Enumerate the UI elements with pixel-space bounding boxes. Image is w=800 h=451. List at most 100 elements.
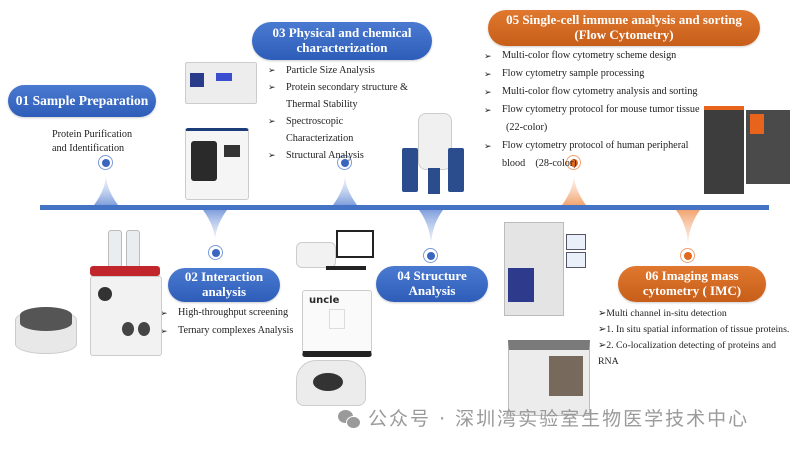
connector-06 (676, 210, 700, 245)
bullet-text: blood (28-color) (502, 158, 577, 169)
bullet-item: ➢ Flow cytometry protocol of human periph… (484, 137, 700, 155)
step-02-title-line: 02 Interaction (184, 269, 264, 285)
step-06-title: 06 Imaging mass cytometry ( IMC) (618, 266, 766, 302)
milestone-dot-03 (337, 155, 352, 170)
step-01-title: 01 Sample Preparation (8, 85, 156, 117)
step-03-title: 03 Physical and chemical characterizatio… (252, 22, 432, 60)
instrument-display (216, 73, 232, 81)
bullet-continuation: blood (28-color) (484, 155, 700, 173)
bullet-arrow-icon: ➢ (484, 69, 492, 79)
bullet-arrow-icon: ➢ (268, 82, 276, 92)
step-06-title-line: cytometry ( IMC) (642, 283, 742, 298)
step-05-bullets: ➢ Multi-color flow cytometry scheme desig… (484, 47, 700, 173)
biosafety-cabinet-image (500, 222, 590, 320)
step-05-title: 05 Single-cell immune analysis and sorti… (488, 10, 760, 46)
bullet-item: ➢ Multi-color flow cytometry scheme desig… (484, 47, 700, 65)
bullet-item: ➢Particle Size Analysis (268, 62, 408, 79)
timeline-axis (40, 205, 769, 210)
chromatography-system-image (10, 222, 162, 362)
connector-05 (562, 176, 586, 205)
bullet-item: ➢ High-throughput screening (160, 304, 293, 322)
bullet-item: ➢ Flow cytometry sample processing (484, 65, 700, 83)
bullet-item: ➢ Flow cytometry protocol for mouse tumor… (484, 101, 700, 119)
bullet-item: ➢Multi channel in-situ detection (598, 308, 727, 319)
step-04-title-line: Analysis (408, 283, 456, 298)
flow-cytometer-image (700, 100, 795, 194)
connector-02 (203, 210, 227, 240)
support-leg (448, 148, 464, 192)
bullet-arrow-icon: ➢ (268, 65, 276, 75)
instrument-door (329, 309, 345, 329)
bullet-text: High-throughput screening (178, 307, 289, 318)
bullet-arrow-icon: ➢ (484, 51, 492, 61)
step-02-bullets: ➢ High-throughput screening ➢Ternary comp… (160, 304, 293, 340)
hyperion-imaging-system-image (508, 340, 590, 416)
bullet-text: Thermal Stability (286, 99, 358, 110)
spr-instrument-image (296, 360, 366, 406)
monitor (336, 230, 374, 258)
bullet-item: ➢Spectroscopic (268, 113, 408, 130)
step-05-title-line: 05 Single-cell immune analysis and sorti… (506, 12, 742, 28)
bullet-text: Characterization (286, 133, 354, 144)
bullet-item: ➢Structural Analysis (268, 147, 408, 164)
keyboard (326, 266, 366, 270)
step-04-title-line: 04 Structure (397, 268, 467, 284)
bullet-continuation: Thermal Stability (268, 96, 408, 113)
bullet-item: ➢Multi-color flow cytometry analysis and… (484, 83, 700, 101)
sample-stage (313, 373, 343, 391)
buffer-bottle (108, 230, 122, 268)
milestone-dot-04 (423, 248, 438, 263)
monitor (566, 252, 586, 268)
step-01-description: Protein Purification and Identification (52, 128, 132, 156)
bullet-arrow-icon: ➢ (160, 308, 168, 318)
step-03-title-line: 03 Physical and chemical (272, 25, 412, 41)
step-01-desc-line: and Identification (52, 143, 125, 154)
valve (138, 322, 150, 336)
bullet-text: (22-color) (506, 122, 548, 133)
bullet-item: ➢Ternary complexes Analysis (160, 322, 293, 340)
imaging-chamber (549, 356, 583, 396)
calorimeter-body (296, 242, 336, 268)
microcal-instrument-image (296, 228, 376, 273)
bullet-arrow-icon: ➢ (484, 141, 492, 151)
valve (122, 322, 134, 336)
uncle-logo: uncle (309, 295, 340, 306)
instrument-screen (190, 73, 204, 87)
milestone-dot-01 (98, 155, 113, 170)
bullet-item: ➢2. Co-localization detecting of protein… (598, 340, 776, 351)
connector-01 (94, 176, 118, 205)
step-01-desc-line: Protein Purification (52, 129, 133, 140)
bullet-text: Flow cytometry protocol of human periphe… (502, 140, 689, 151)
bullet-arrow-icon: ➢ (484, 87, 492, 97)
cabinet-panel (508, 268, 534, 302)
step-06-bullets: ➢Multi channel in-situ detection ➢1. In … (598, 306, 789, 370)
uncle-instrument-image: uncle (302, 290, 372, 357)
milestone-dot-06 (680, 248, 695, 263)
bullet-arrow-icon: ➢ (160, 326, 168, 336)
support-leg (402, 148, 418, 192)
connector-04 (419, 210, 443, 245)
step-05-title-line: (Flow Cytometry) (574, 27, 674, 42)
bullet-continuation: Characterization (268, 130, 408, 147)
milestone-dot-02 (208, 245, 223, 260)
bullet-text: Flow cytometry sample processing (502, 68, 645, 79)
bullet-text: Flow cytometry protocol for mouse tumor … (502, 104, 700, 115)
step-03-bullets: ➢Particle Size Analysis ➢Protein seconda… (268, 62, 408, 164)
cytometer-tower (704, 106, 744, 194)
step-02-title: 02 Interaction analysis (168, 268, 280, 302)
step-03-title-line: characterization (296, 40, 388, 55)
collector-rack (20, 307, 72, 331)
magnet-body (418, 113, 452, 170)
spectrometer-image (185, 128, 249, 200)
monitor (566, 234, 586, 250)
bullet-continuation: RNA (598, 356, 619, 367)
system-top-panel (90, 266, 160, 276)
nmr-spectrometer-image (398, 98, 468, 198)
bullet-arrow-icon: ➢ (484, 105, 492, 115)
bullet-text: Structural Analysis (286, 150, 364, 161)
bullet-continuation: (22-color) (484, 119, 700, 137)
bullet-text: Multi-color flow cytometry scheme design (502, 50, 677, 61)
step-06-title-line: 06 Imaging mass (645, 268, 739, 284)
bullet-arrow-icon: ➢ (268, 116, 276, 126)
